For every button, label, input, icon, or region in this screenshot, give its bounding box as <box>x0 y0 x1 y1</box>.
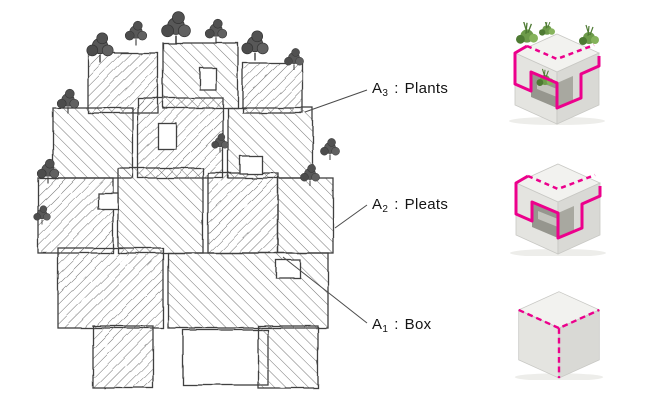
label-separator: : <box>394 196 399 213</box>
sketch-boxes <box>37 42 334 389</box>
label-subscript: 1 <box>382 324 389 335</box>
plants-cube-photo-icon <box>509 22 605 125</box>
label-subscript: 2 <box>382 204 389 215</box>
label-letter: A <box>372 80 383 97</box>
label-a2-pleats: A2: Pleats <box>372 196 448 215</box>
label-subscript: 3 <box>382 88 389 99</box>
label-separator: : <box>394 316 399 333</box>
label-letter: A <box>372 196 383 213</box>
label-a1-box: A1: Box <box>372 316 431 335</box>
pleats-cube-photo-icon <box>510 163 606 256</box>
label-term: Box <box>404 316 432 333</box>
building-sketch <box>33 10 341 389</box>
label-term: Plants <box>404 80 449 97</box>
box-cube-photo-icon <box>514 291 604 380</box>
label-letter: A <box>372 316 383 333</box>
label-a3-plants: A3: Plants <box>372 80 448 99</box>
label-separator: : <box>394 80 399 97</box>
label-term: Pleats <box>404 196 449 213</box>
